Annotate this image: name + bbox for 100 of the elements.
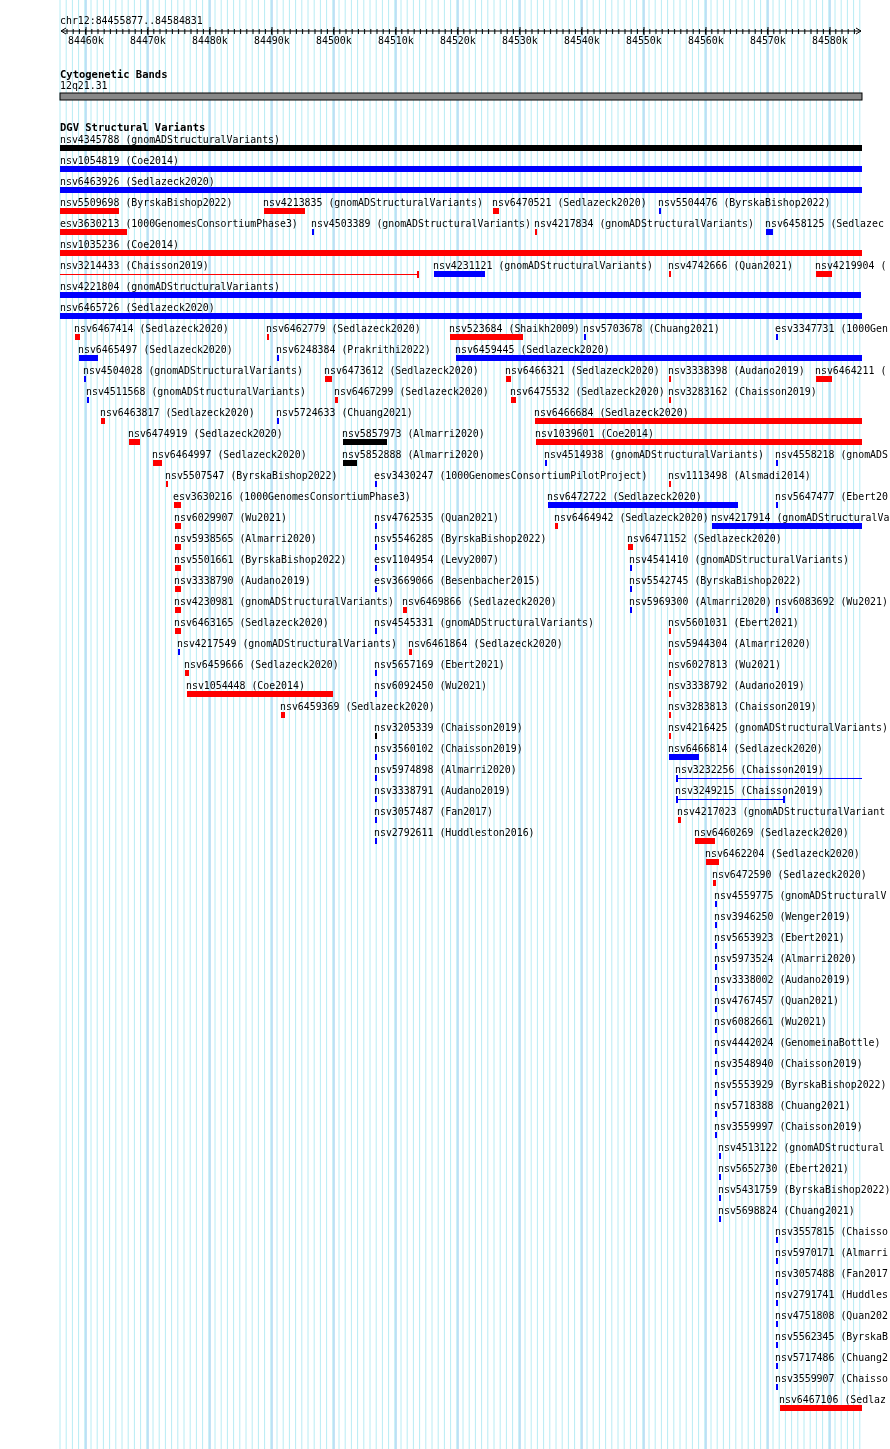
- variant-label: nsv5724633 (Chuang2021): [276, 407, 413, 419]
- variant-label: nsv5698824 (Chuang2021): [718, 1205, 855, 1217]
- variant-label: nsv6464211 (: [815, 365, 887, 377]
- variant-label: nsv4558218 (gnomADS: [775, 449, 888, 461]
- variant-label: nsv5857973 (Almarri2020): [342, 428, 485, 440]
- variant-label: nsv1054448 (Coe2014): [186, 680, 305, 692]
- variant-label: esv3669066 (Besenbacher2015): [374, 575, 541, 587]
- variant-label: nsv3249215 (Chaisson2019): [675, 785, 824, 797]
- band-label: 12q21.31: [60, 80, 108, 92]
- variant-label: nsv6472722 (Sedlazeck2020): [547, 491, 702, 503]
- variant-label: nsv4742666 (Quan2021): [668, 260, 793, 272]
- variant-label: nsv4216425 (gnomADStructuralVariants): [668, 722, 888, 734]
- variant-label: nsv6467299 (Sedlazeck2020): [334, 386, 489, 398]
- variant-label: nsv4504028 (gnomADStructuralVariants): [83, 365, 303, 377]
- variant-label: nsv4217023 (gnomADStructuralVariant: [677, 806, 886, 818]
- tick-label: 84510k: [378, 35, 414, 47]
- variant-label: nsv3560102 (Chaisson2019): [374, 743, 523, 755]
- variant-label: nsv5970171 (Almarri: [775, 1247, 888, 1259]
- variant-label: nsv3559997 (Chaisson2019): [714, 1121, 863, 1133]
- variant-label: nsv3338398 (Audano2019): [668, 365, 805, 377]
- variant-label: nsv6462779 (Sedlazeck2020): [266, 323, 421, 335]
- variant-label: nsv6082661 (Wu2021): [714, 1016, 827, 1028]
- variant-label: nsv3057488 (Fan2017: [775, 1268, 888, 1280]
- coordinate-range: chr12:84455877..84584831: [60, 15, 203, 27]
- variant-label: nsv6465497 (Sedlazeck2020): [78, 344, 233, 356]
- variant-label: nsv5969300 (Almarri2020): [629, 596, 772, 608]
- variant-label: nsv3283813 (Chaisson2019): [668, 701, 817, 713]
- variant-label: nsv3057487 (Fan2017): [374, 806, 493, 818]
- variant-label: nsv6463817 (Sedlazeck2020): [100, 407, 255, 419]
- variant-label: nsv4213835 (gnomADStructuralVariants): [263, 197, 483, 209]
- variant-label: nsv5542745 (ByrskaBishop2022): [629, 575, 802, 587]
- variant-label: nsv6474919 (Sedlazeck2020): [128, 428, 283, 440]
- variant-label: nsv6466321 (Sedlazeck2020): [505, 365, 660, 377]
- variant-label: nsv2791741 (Huddles: [775, 1289, 888, 1301]
- variant-label: nsv6083692 (Wu2021): [775, 596, 888, 608]
- tick-label: 84570k: [750, 35, 786, 47]
- variant-label: nsv4217549 (gnomADStructuralVariants): [177, 638, 397, 650]
- variant-label: nsv4513122 (gnomADStructural: [718, 1142, 885, 1154]
- variant-label: nsv4762535 (Quan2021): [374, 512, 499, 524]
- variant-label: nsv6472590 (Sedlazeck2020): [712, 869, 867, 881]
- variant-label: nsv5852888 (Almarri2020): [342, 449, 485, 461]
- variant-label: nsv4221804 (gnomADStructuralVariants): [60, 281, 280, 293]
- variant-label: nsv5717486 (Chuang2: [775, 1352, 888, 1364]
- variant-label: nsv4514938 (gnomADStructuralVariants): [544, 449, 764, 461]
- variant-label: nsv5647477 (Ebert20: [775, 491, 888, 503]
- variant-label: nsv6464942 (Sedlazeck2020): [554, 512, 709, 524]
- variant-label: nsv6463926 (Sedlazeck2020): [60, 176, 215, 188]
- variant-label: nsv6027813 (Wu2021): [668, 659, 781, 671]
- variant-label: nsv5553929 (ByrskaBishop2022): [714, 1079, 887, 1091]
- variant-label: nsv6460269 (Sedlazeck2020): [694, 827, 849, 839]
- variant-label: nsv5944304 (Almarri2020): [668, 638, 811, 650]
- variant-label: nsv2792611 (Huddleston2016): [374, 827, 535, 839]
- tick-label: 84460k: [68, 35, 104, 47]
- variant-label: nsv1054819 (Coe2014): [60, 155, 179, 167]
- variant-label: nsv6466814 (Sedlazeck2020): [668, 743, 823, 755]
- variant-label: nsv5546285 (ByrskaBishop2022): [374, 533, 547, 545]
- tick-label: 84480k: [192, 35, 228, 47]
- track-heading: DGV Structural Variants: [60, 121, 206, 133]
- variant-label: nsv3214433 (Chaisson2019): [60, 260, 209, 272]
- variant-label: nsv3338002 (Audano2019): [714, 974, 851, 986]
- variant-label: nsv3548940 (Chaisson2019): [714, 1058, 863, 1070]
- variant-label: nsv6092450 (Wu2021): [374, 680, 487, 692]
- variant-label: nsv6473612 (Sedlazeck2020): [324, 365, 479, 377]
- variant-label: nsv6462204 (Sedlazeck2020): [705, 848, 860, 860]
- variant-label: nsv4767457 (Quan2021): [714, 995, 839, 1007]
- variant-label: nsv3338790 (Audano2019): [174, 575, 311, 587]
- variant-label: nsv6467106 (Sedlaz: [779, 1394, 886, 1406]
- variant-label: nsv6464997 (Sedlazeck2020): [152, 449, 307, 461]
- variant-label: nsv1039601 (Coe2014): [535, 428, 654, 440]
- variant-label: nsv3205339 (Chaisson2019): [374, 722, 523, 734]
- variant-label: nsv6459666 (Sedlazeck2020): [184, 659, 339, 671]
- variant-label: nsv4511568 (gnomADStructuralVariants): [86, 386, 306, 398]
- variant-label: nsv4217914 (gnomADStructuralVa: [711, 512, 890, 524]
- variant-label: nsv6461864 (Sedlazeck2020): [408, 638, 563, 650]
- variant-label: nsv3338792 (Audano2019): [668, 680, 805, 692]
- variant-label: nsv3559907 (Chaisso: [775, 1373, 888, 1385]
- variant-label: nsv523684 (Shaikh2009): [449, 323, 580, 335]
- variant-label: nsv4231121 (gnomADStructuralVariants): [433, 260, 653, 272]
- variant-label: esv3630213 (1000GenomesConsortiumPhase3): [60, 218, 298, 230]
- tick-label: 84580k: [812, 35, 848, 47]
- variant-label: nsv4503389 (gnomADStructuralVariants): [311, 218, 531, 230]
- tick-label: 84550k: [626, 35, 662, 47]
- variant-label: nsv4345788 (gnomADStructuralVariants): [60, 134, 280, 146]
- variant-label: nsv1113498 (Alsmadi2014): [668, 470, 811, 482]
- variant-label: nsv4230981 (gnomADStructuralVariants): [174, 596, 394, 608]
- variant-label: esv3347731 (1000Gen: [775, 323, 888, 335]
- tick-label: 84490k: [254, 35, 290, 47]
- variant-label: nsv6470521 (Sedlazeck2020): [492, 197, 647, 209]
- tick-label: 84540k: [564, 35, 600, 47]
- variant-label: esv1104954 (Levy2007): [374, 554, 499, 566]
- variant-label: nsv6458125 (Sedlazec: [765, 218, 884, 230]
- variant-label: nsv5974898 (Almarri2020): [374, 764, 517, 776]
- variant-label: nsv6459445 (Sedlazeck2020): [455, 344, 610, 356]
- variant-label: nsv6471152 (Sedlazeck2020): [627, 533, 782, 545]
- variant-label: nsv5507547 (ByrskaBishop2022): [165, 470, 338, 482]
- tick-label: 84470k: [130, 35, 166, 47]
- variant-label: nsv3338791 (Audano2019): [374, 785, 511, 797]
- variant-label: nsv6248384 (Prakrithi2022): [276, 344, 431, 356]
- variant-label: nsv4541410 (gnomADStructuralVariants): [629, 554, 849, 566]
- variant-label: nsv6465726 (Sedlazeck2020): [60, 302, 215, 314]
